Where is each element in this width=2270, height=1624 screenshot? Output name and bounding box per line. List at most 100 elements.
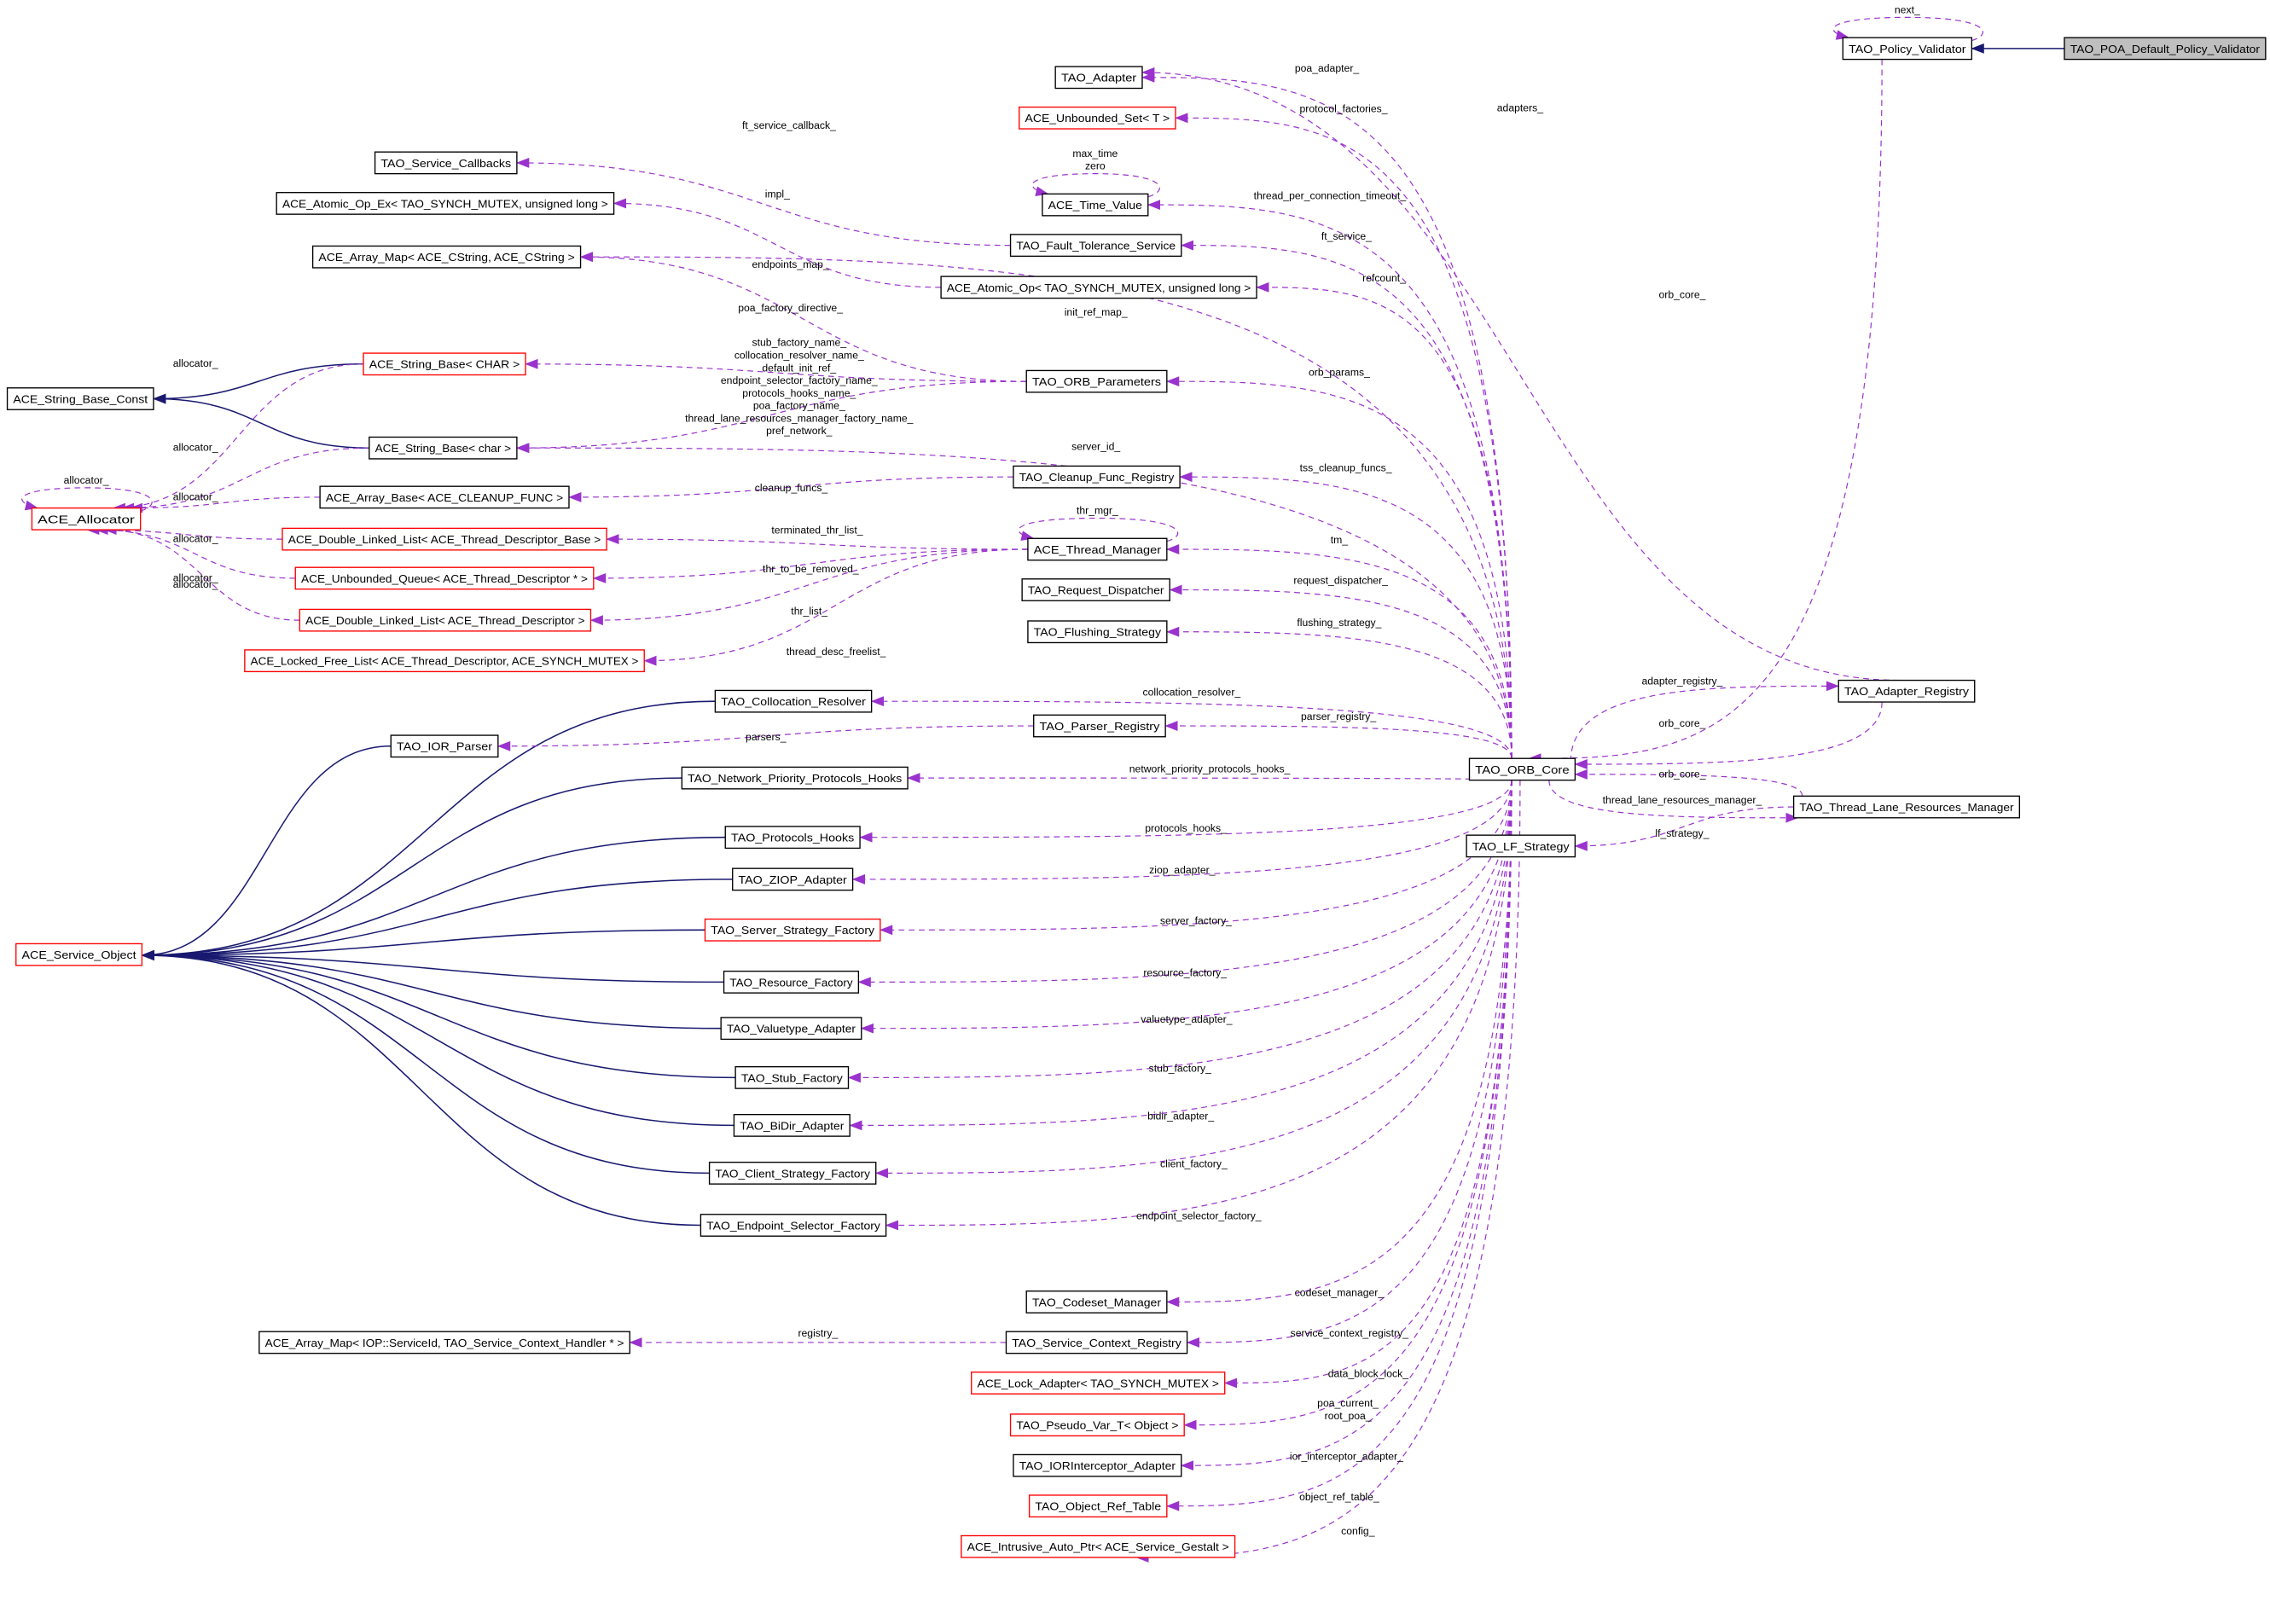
node-thread-lane-resources-manager[interactable]: TAO_Thread_Lane_Resources_Manager xyxy=(1792,795,2021,819)
node-resource-factory[interactable]: TAO_Resource_Factory xyxy=(723,970,860,994)
node-parser-registry[interactable]: TAO_Parser_Registry xyxy=(1033,714,1166,738)
edge-label: allocator_ xyxy=(173,357,218,369)
edge-label: request_dispatcher_ xyxy=(1293,575,1388,587)
node-string-base-CHAR[interactable]: ACE_String_Base< CHAR > xyxy=(363,352,526,376)
node-allocator[interactable]: ACE_Allocator xyxy=(31,507,142,531)
node-client-strategy-factory[interactable]: TAO_Client_Strategy_Factory xyxy=(708,1161,877,1185)
node-box xyxy=(720,1017,862,1041)
usage-edge-orb_core-to-bidir_adapter xyxy=(849,780,1512,1131)
node-object-ref-table[interactable]: TAO_Object_Ref_Table xyxy=(1028,1494,1168,1518)
node-label: TAO_Protocols_Hooks xyxy=(731,832,854,844)
node-string-base-const[interactable]: ACE_String_Base_Const xyxy=(6,387,154,410)
edge-label: registry_ xyxy=(798,1327,838,1339)
node-thread-manager[interactable]: ACE_Thread_Manager xyxy=(1027,537,1168,561)
node-time-value[interactable]: ACE_Time_Value xyxy=(1042,193,1149,217)
node-valuetype-adapter[interactable]: TAO_Valuetype_Adapter xyxy=(720,1017,862,1041)
usage-edge-orb_core-to-service_context_registry xyxy=(1186,780,1512,1348)
node-box xyxy=(1837,679,1976,703)
edge-label: stub_factory_name_ xyxy=(752,337,847,349)
node-service-callbacks[interactable]: TAO_Service_Callbacks xyxy=(374,151,518,175)
edge-label: protocol_factories_ xyxy=(1299,103,1387,115)
node-cleanup-func-registry[interactable]: TAO_Cleanup_Func_Registry xyxy=(1013,465,1181,489)
node-atomic-op[interactable]: ACE_Atomic_Op< TAO_SYNCH_MUTEX, unsigned… xyxy=(940,276,1257,299)
node-array-map-iop[interactable]: ACE_Array_Map< IOP::ServiceId, TAO_Servi… xyxy=(258,1331,630,1354)
usage-edge-orb_core-to-iorinterceptor_adapter xyxy=(1180,780,1512,1471)
node-tao-adapter[interactable]: TAO_Adapter xyxy=(1054,66,1143,90)
node-box xyxy=(681,766,909,790)
node-policy-validator[interactable]: TAO_Policy_Validator xyxy=(1842,37,1973,61)
edges-layer xyxy=(21,16,2064,1563)
usage-edge-orb_core-to-fault_tolerance_service xyxy=(1180,240,1512,759)
edge-label: allocator_ xyxy=(173,533,218,545)
node-fault-tolerance-service[interactable]: TAO_Fault_Tolerance_Service xyxy=(1009,234,1182,258)
node-string-base-char[interactable]: ACE_String_Base< char > xyxy=(369,436,518,460)
node-locked-free-list[interactable]: ACE_Locked_Free_List< ACE_Thread_Descrip… xyxy=(244,649,645,673)
node-ior-parser[interactable]: TAO_IOR_Parser xyxy=(390,734,499,758)
node-dll-thread-descriptor[interactable]: ACE_Double_Linked_List< ACE_Thread_Descr… xyxy=(299,608,592,632)
node-atomic-op-ex[interactable]: ACE_Atomic_Op_Ex< TAO_SYNCH_MUTEX, unsig… xyxy=(276,192,615,215)
usage-edge-orb_core-to-codeset_manager xyxy=(1165,780,1512,1308)
edge-label: ft_service_ xyxy=(1321,230,1372,242)
node-box xyxy=(1019,106,1176,130)
node-request-dispatcher[interactable]: TAO_Request_Dispatcher xyxy=(1021,578,1170,601)
edge-label: server_factory_ xyxy=(1160,915,1232,927)
node-endpoint-selector-factory[interactable]: TAO_Endpoint_Selector_Factory xyxy=(700,1214,887,1237)
node-orb-parameters[interactable]: TAO_ORB_Parameters xyxy=(1025,369,1168,393)
node-lock-adapter[interactable]: ACE_Lock_Adapter< TAO_SYNCH_MUTEX > xyxy=(971,1372,1226,1395)
node-box xyxy=(1027,620,1168,644)
usage-edge-orb_core-to-resource_factory xyxy=(857,780,1512,988)
node-box xyxy=(6,387,154,410)
node-label: TAO_Codeset_Manager xyxy=(1032,1296,1161,1308)
node-unbounded-queue[interactable]: ACE_Unbounded_Queue< ACE_Thread_Descript… xyxy=(294,566,595,590)
node-box xyxy=(1025,369,1168,393)
node-flushing-strategy[interactable]: TAO_Flushing_Strategy xyxy=(1027,620,1168,644)
node-box xyxy=(1009,234,1182,258)
node-lf-strategy[interactable]: TAO_LF_Strategy xyxy=(1466,834,1576,858)
edge-label: ft_service_callback_ xyxy=(742,119,836,131)
node-codeset-manager[interactable]: TAO_Codeset_Manager xyxy=(1025,1290,1168,1314)
edge-label: impl_ xyxy=(765,188,790,200)
edge-label: service_context_registry_ xyxy=(1291,1327,1409,1339)
node-pseudo-var[interactable]: TAO_Pseudo_Var_T< Object > xyxy=(1009,1413,1185,1437)
node-array-base[interactable]: ACE_Array_Base< ACE_CLEANUP_FUNC > xyxy=(319,485,570,509)
node-stub-factory[interactable]: TAO_Stub_Factory xyxy=(734,1065,850,1089)
edge-label: parser_registry_ xyxy=(1301,710,1376,722)
usage-edge-orb_core-to-intrusive_auto_ptr xyxy=(1135,780,1521,1563)
usage-edge-orb_core-to-stub_factory xyxy=(847,780,1512,1083)
node-bidir-adapter[interactable]: TAO_BiDir_Adapter xyxy=(733,1113,851,1137)
node-collocation-resolver[interactable]: TAO_Collocation_Resolver xyxy=(714,689,873,713)
node-label: TAO_Service_Callbacks xyxy=(380,158,511,170)
node-dll-thread-descriptor-base[interactable]: ACE_Double_Linked_List< ACE_Thread_Descr… xyxy=(282,527,607,551)
node-network-priority-protocols-hooks[interactable]: TAO_Network_Priority_Protocols_Hooks xyxy=(681,766,909,790)
node-label: ACE_Atomic_Op_Ex< TAO_SYNCH_MUTEX, unsig… xyxy=(282,198,608,210)
node-array-map-cstring[interactable]: ACE_Array_Map< ACE_CString, ACE_CString … xyxy=(311,245,582,269)
node-label: TAO_Stub_Factory xyxy=(741,1072,844,1084)
node-label: ACE_Service_Object xyxy=(22,949,137,961)
node-label: ACE_Locked_Free_List< ACE_Thread_Descrip… xyxy=(251,656,639,668)
node-unbounded-set[interactable]: ACE_Unbounded_Set< T > xyxy=(1019,106,1176,130)
node-orb-core[interactable]: TAO_ORB_Core xyxy=(1468,757,1576,781)
usage-edge-string_base_CHAR-to-allocator xyxy=(112,363,364,513)
node-service-context-registry[interactable]: TAO_Service_Context_Registry xyxy=(1005,1331,1188,1354)
node-adapter-registry[interactable]: TAO_Adapter_Registry xyxy=(1837,679,1976,703)
node-box xyxy=(1054,66,1143,90)
edge-label: object_ref_table_ xyxy=(1299,1491,1379,1503)
node-box xyxy=(1842,37,1973,61)
node-box xyxy=(299,608,592,632)
edge-label: root_poa_ xyxy=(1325,1410,1372,1422)
node-intrusive-auto-ptr[interactable]: ACE_Intrusive_Auto_Ptr< ACE_Service_Gest… xyxy=(961,1534,1236,1558)
node-box xyxy=(276,192,615,215)
node-iorinterceptor-adapter[interactable]: TAO_IORInterceptor_Adapter xyxy=(1013,1453,1182,1477)
node-label: ACE_String_Base< CHAR > xyxy=(369,359,520,371)
node-server-strategy-factory[interactable]: TAO_Server_Strategy_Factory xyxy=(704,918,881,942)
edge-label: zero xyxy=(1085,160,1106,172)
edge-label: poa_current_ xyxy=(1317,1397,1379,1409)
node-protocols-hooks[interactable]: TAO_Protocols_Hooks xyxy=(724,826,861,850)
edge-label: client_factory_ xyxy=(1160,1158,1228,1170)
usage-edge-orb_core-to-network_priority_protocols_hooks xyxy=(907,773,1512,784)
edge-label: max_time xyxy=(1072,148,1118,160)
usage-edge-orb_parameters-to-array_map_cstring xyxy=(579,252,1027,382)
usage-edge-orb_core-to-flushing_strategy xyxy=(1165,626,1512,759)
node-service-object[interactable]: ACE_Service_Object xyxy=(15,942,143,966)
node-ziop-adapter[interactable]: TAO_ZIOP_Adapter xyxy=(732,867,854,891)
